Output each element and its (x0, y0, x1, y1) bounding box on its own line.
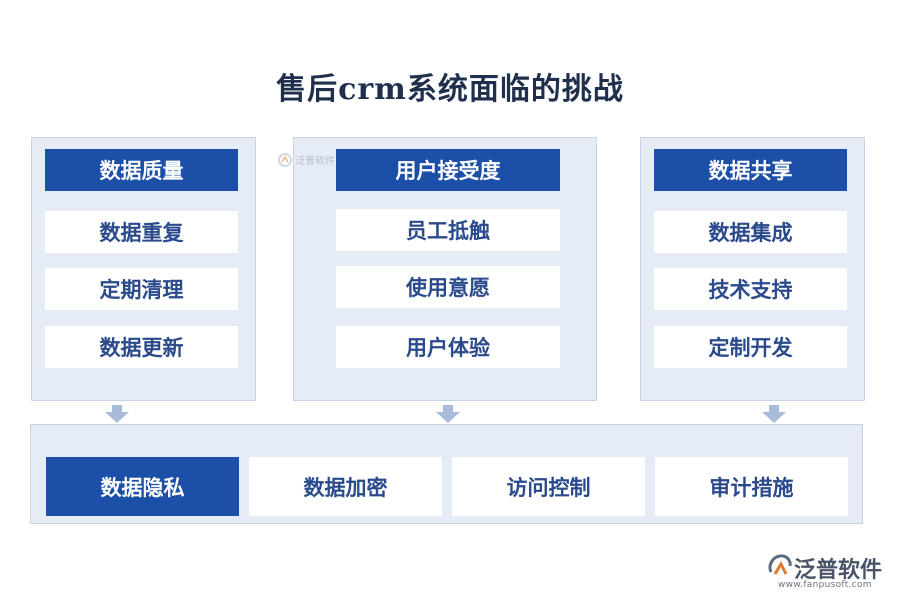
bottom-item: 审计措施 (655, 457, 848, 516)
panel-data-quality: 数据质量 数据重复 定期清理 数据更新 (31, 137, 256, 401)
panel-item: 数据集成 (654, 211, 847, 253)
bottom-item: 数据加密 (249, 457, 442, 516)
bottom-item: 访问控制 (452, 457, 645, 516)
watermark-text: 泛普软件 (295, 156, 335, 167)
panel-item: 员工抵触 (336, 209, 560, 251)
bottom-item-primary: 数据隐私 (46, 457, 239, 516)
panel-item: 数据重复 (45, 211, 238, 253)
panel-item: 定制开发 (654, 326, 847, 368)
arrow-down-icon (762, 405, 786, 423)
panel-user-acceptance: 用户接受度 员工抵触 使用意愿 用户体验 (293, 137, 597, 401)
page-title: 售后crm系统面临的挑战 (276, 72, 624, 107)
logo-icon (278, 152, 292, 167)
panel-item: 使用意愿 (336, 266, 560, 308)
brand-name: 泛普软件 (794, 558, 883, 583)
arrow-down-icon (105, 405, 129, 423)
panel-data-privacy: 数据隐私 数据加密 访问控制 审计措施 (30, 424, 863, 524)
panel-item: 定期清理 (45, 268, 238, 310)
panel-header-data-quality: 数据质量 (45, 149, 238, 191)
panel-item: 技术支持 (654, 268, 847, 310)
logo-icon (768, 554, 792, 575)
panel-header-data-sharing: 数据共享 (654, 149, 847, 191)
panel-data-sharing: 数据共享 数据集成 技术支持 定制开发 (640, 137, 865, 401)
panel-header-user-acceptance: 用户接受度 (336, 149, 560, 191)
brand-logo: 泛普软件 www.fanpusoft.com (766, 548, 896, 594)
arrow-down-icon (436, 405, 460, 423)
watermark: 泛普软件 (278, 152, 335, 167)
panel-item: 用户体验 (336, 326, 560, 368)
brand-url: www.fanpusoft.com (778, 580, 872, 590)
panel-item: 数据更新 (45, 326, 238, 368)
